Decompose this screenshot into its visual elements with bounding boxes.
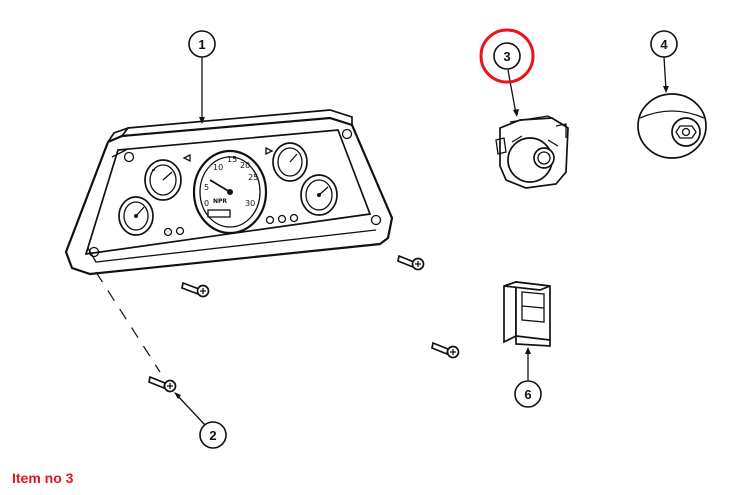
oil-gauge (272, 142, 308, 182)
screw-2c[interactable] (431, 341, 460, 359)
leader-2 (175, 393, 206, 426)
callout-1: 1 (188, 30, 216, 58)
svg-text:1: 1 (198, 37, 205, 52)
ignition-switch[interactable] (495, 115, 569, 189)
callout-4: 4 (650, 30, 678, 58)
svg-text:2: 2 (209, 428, 216, 443)
temperature-gauge (118, 196, 154, 236)
voltage-gauge (300, 174, 338, 216)
assembly-dashed-line (95, 271, 161, 373)
screw-2a[interactable] (181, 281, 210, 298)
fuel-gauge (144, 159, 182, 201)
item-caption: Item no 3 (12, 470, 74, 486)
speedo-tick-label: 5 (204, 183, 209, 192)
leader-3 (507, 69, 517, 115)
highlight-ring (479, 28, 535, 84)
screw-2d[interactable] (148, 375, 177, 393)
rocker-switch[interactable] (503, 280, 551, 347)
speedo-tick-label: 15 (227, 155, 237, 164)
speedo-tick-label: 10 (213, 163, 223, 172)
svg-text:4: 4 (660, 37, 668, 52)
callout-2: 2 (199, 421, 227, 449)
speedo-tick-label: 0 (204, 199, 209, 208)
callout-6: 6 (514, 380, 542, 408)
svg-text:6: 6 (524, 387, 531, 402)
speedo-tick-label: 25 (248, 173, 258, 182)
svg-text:3: 3 (503, 49, 510, 64)
leader-4 (663, 56, 667, 91)
screw-2b[interactable] (397, 254, 425, 271)
push-button-knob[interactable] (637, 93, 707, 159)
callout-3: 3 (479, 28, 535, 84)
speedo-tick-label: 30 (245, 199, 255, 208)
brand-text: NPR (213, 198, 227, 205)
speedo-tick-label: 20 (240, 161, 250, 170)
